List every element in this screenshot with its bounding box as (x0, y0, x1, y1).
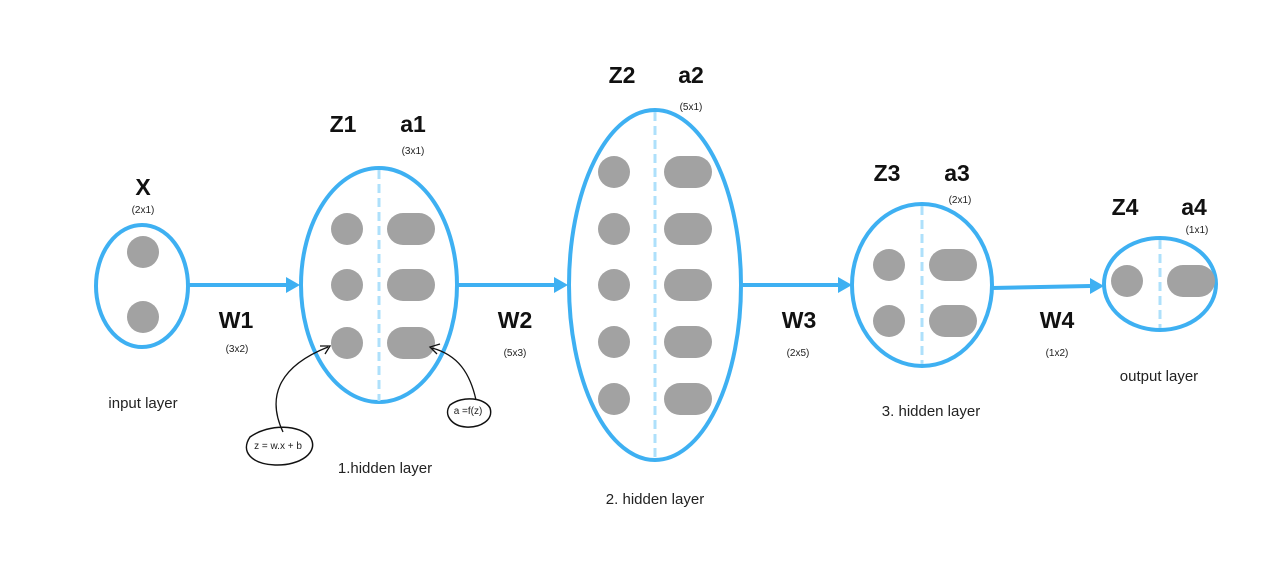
arrowhead-icon (286, 277, 300, 293)
z2-label: Z2 (609, 62, 636, 88)
a-neuron (664, 383, 712, 415)
a-neuron (664, 156, 712, 188)
a4-label: a4 (1181, 194, 1207, 220)
a-neuron (387, 213, 435, 245)
z-neuron (598, 269, 630, 301)
a-neuron (664, 213, 712, 245)
input-neuron (127, 301, 159, 333)
a1-label: a1 (400, 111, 426, 137)
weight-label: W3 (782, 307, 817, 333)
z-neuron (598, 156, 630, 188)
a-neuron (664, 269, 712, 301)
input-dimension: (2x1) (132, 205, 155, 216)
weight-dimension: (3x2) (226, 344, 249, 355)
output-caption: output layer (1120, 368, 1198, 385)
a-neuron (929, 305, 977, 337)
arrowhead-icon (838, 277, 852, 293)
z4-label: Z4 (1112, 194, 1139, 220)
input-layer-outline (94, 223, 190, 349)
z-formula: z = w.x + b (254, 441, 302, 452)
hidden-layer-1-caption: 1.hidden layer (338, 460, 432, 477)
a-formula: a =f(z) (454, 406, 483, 417)
a2-dimension: (5x1) (680, 102, 703, 113)
hidden-layer-2: Z2 a2 (5x1) 2. hidden layer (567, 62, 743, 508)
weight-label: W4 (1040, 307, 1075, 333)
arrowhead-icon (428, 343, 441, 355)
hidden-layer-2-caption: 2. hidden layer (606, 491, 704, 508)
arrowhead-icon (1090, 278, 1104, 294)
weight-label: W1 (219, 307, 254, 333)
z-neuron (331, 327, 363, 359)
z-neuron (598, 383, 630, 415)
weight-label: W2 (498, 307, 533, 333)
a-neuron (664, 326, 712, 358)
a4-dimension: (1x1) (1186, 225, 1209, 236)
a-pointer-arrow (431, 347, 477, 401)
a-neuron (929, 249, 977, 281)
weight-dimension: (2x5) (787, 348, 810, 359)
connection-layer3-to-output (991, 284, 1091, 290)
weight-dimension: (5x3) (504, 348, 527, 359)
z-formula-bubble (245, 426, 314, 466)
hidden-layer-3-caption: 3. hidden layer (882, 403, 980, 420)
z-neuron (873, 305, 905, 337)
a-neuron (387, 327, 435, 359)
hidden-layer-3: Z3 a3 (2x1) 3. hidden layer (850, 160, 994, 420)
a-neuron (1167, 265, 1215, 297)
z-neuron (1111, 265, 1143, 297)
input-symbol: X (135, 174, 151, 200)
a-formula-bubble (446, 398, 492, 428)
a1-dimension: (3x1) (402, 146, 425, 157)
hidden-layer-1: Z1 a1 (3x1) 1.hidden layer (299, 111, 459, 477)
z3-label: Z3 (874, 160, 901, 186)
input-caption: input layer (108, 395, 177, 412)
a2-label: a2 (678, 62, 704, 88)
z-neuron (331, 213, 363, 245)
a3-label: a3 (944, 160, 970, 186)
z-neuron (598, 213, 630, 245)
arrowhead-icon (554, 277, 568, 293)
z-pointer-arrow (275, 346, 329, 433)
z-neuron (873, 249, 905, 281)
input-layer: X (2x1) input layer (94, 174, 190, 412)
z1-label: Z1 (330, 111, 357, 137)
input-neuron (127, 236, 159, 268)
a-neuron (387, 269, 435, 301)
arrowhead-icon (320, 345, 332, 355)
weight-dimension: (1x2) (1046, 348, 1069, 359)
connections (188, 277, 1104, 294)
z-neuron (598, 326, 630, 358)
weight-labels: W1 (3x2) W2 (5x3) W3 (2x5) W4 (1x2) (219, 307, 1075, 359)
a3-dimension: (2x1) (949, 195, 972, 206)
z-neuron (331, 269, 363, 301)
output-layer: Z4 a4 (1x1) output layer (1102, 194, 1218, 385)
annotations: z = w.x + b a =f(z) (245, 343, 492, 466)
